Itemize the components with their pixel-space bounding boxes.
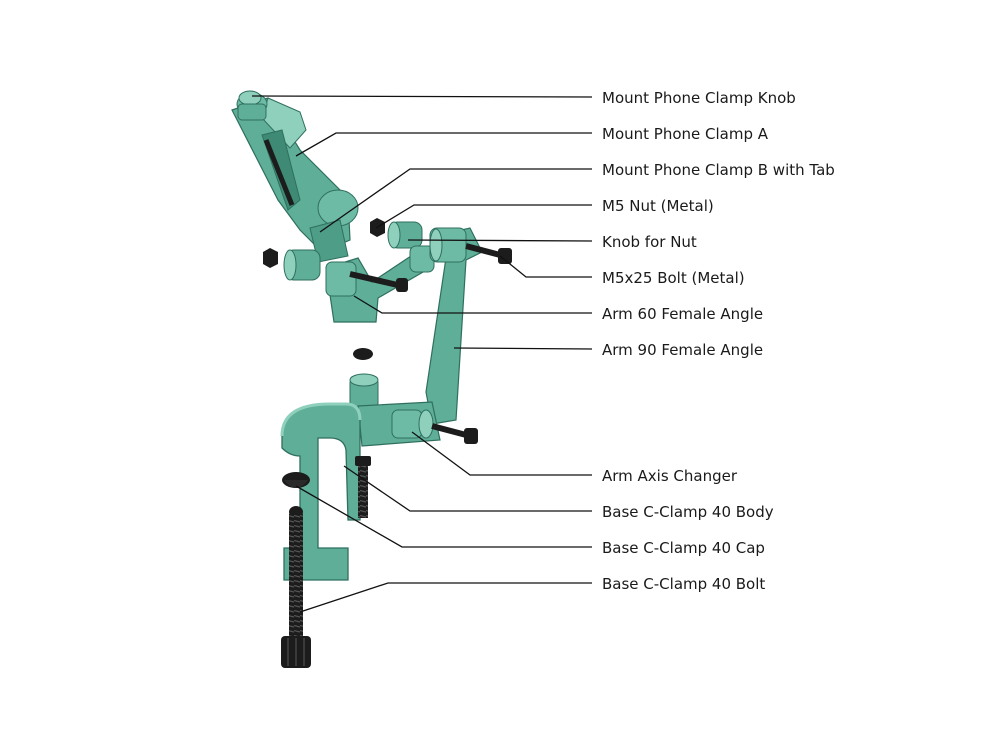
leader-lines: [251, 95, 593, 613]
leader-line: [499, 255, 592, 278]
label-mount-phone-clamp-knob: Mount Phone Clamp Knob: [602, 89, 796, 107]
label-arm-axis-changer: Arm Axis Changer: [602, 467, 738, 485]
base-c-clamp-bolt: [281, 506, 311, 668]
mount-phone-clamp-a: [231, 97, 359, 263]
leader-line: [411, 431, 592, 476]
leader-line: [407, 239, 593, 242]
knob-for-nut: [283, 221, 423, 281]
mount-phone-clamp-knob: [236, 90, 268, 121]
arm-90-female-angle: [425, 227, 512, 425]
leader-line: [343, 465, 592, 512]
base-c-clamp-cap: [282, 472, 310, 488]
label-mount-phone-clamp-a: Mount Phone Clamp A: [602, 125, 769, 143]
label-knob-for-nut: Knob for Nut: [602, 233, 697, 251]
arm-60-female-angle: [325, 245, 435, 323]
label-arm-60-female-angle: Arm 60 Female Angle: [602, 305, 764, 323]
label-m5x25-bolt: M5x25 Bolt (Metal): [602, 269, 745, 287]
label-base-c-clamp-cap: Base C-Clamp 40 Cap: [602, 539, 765, 557]
leader-line: [295, 485, 592, 548]
center-bolt: [355, 456, 371, 518]
label-base-c-clamp-body: Base C-Clamp 40 Body: [602, 503, 774, 521]
leader-line: [375, 204, 592, 229]
leader-line: [299, 582, 592, 613]
leader-line: [353, 295, 592, 314]
label-arm-90-female-angle: Arm 90 Female Angle: [602, 341, 764, 359]
label-mount-phone-clamp-b: Mount Phone Clamp B with Tab: [602, 161, 835, 179]
leader-line: [453, 347, 593, 350]
leader-line: [319, 168, 592, 233]
label-base-c-clamp-bolt: Base C-Clamp 40 Bolt: [602, 575, 766, 593]
label-m5-nut: M5 Nut (Metal): [602, 197, 714, 215]
leader-line: [295, 132, 592, 157]
leader-line: [251, 95, 593, 98]
arm-axis-changer: [349, 373, 478, 447]
